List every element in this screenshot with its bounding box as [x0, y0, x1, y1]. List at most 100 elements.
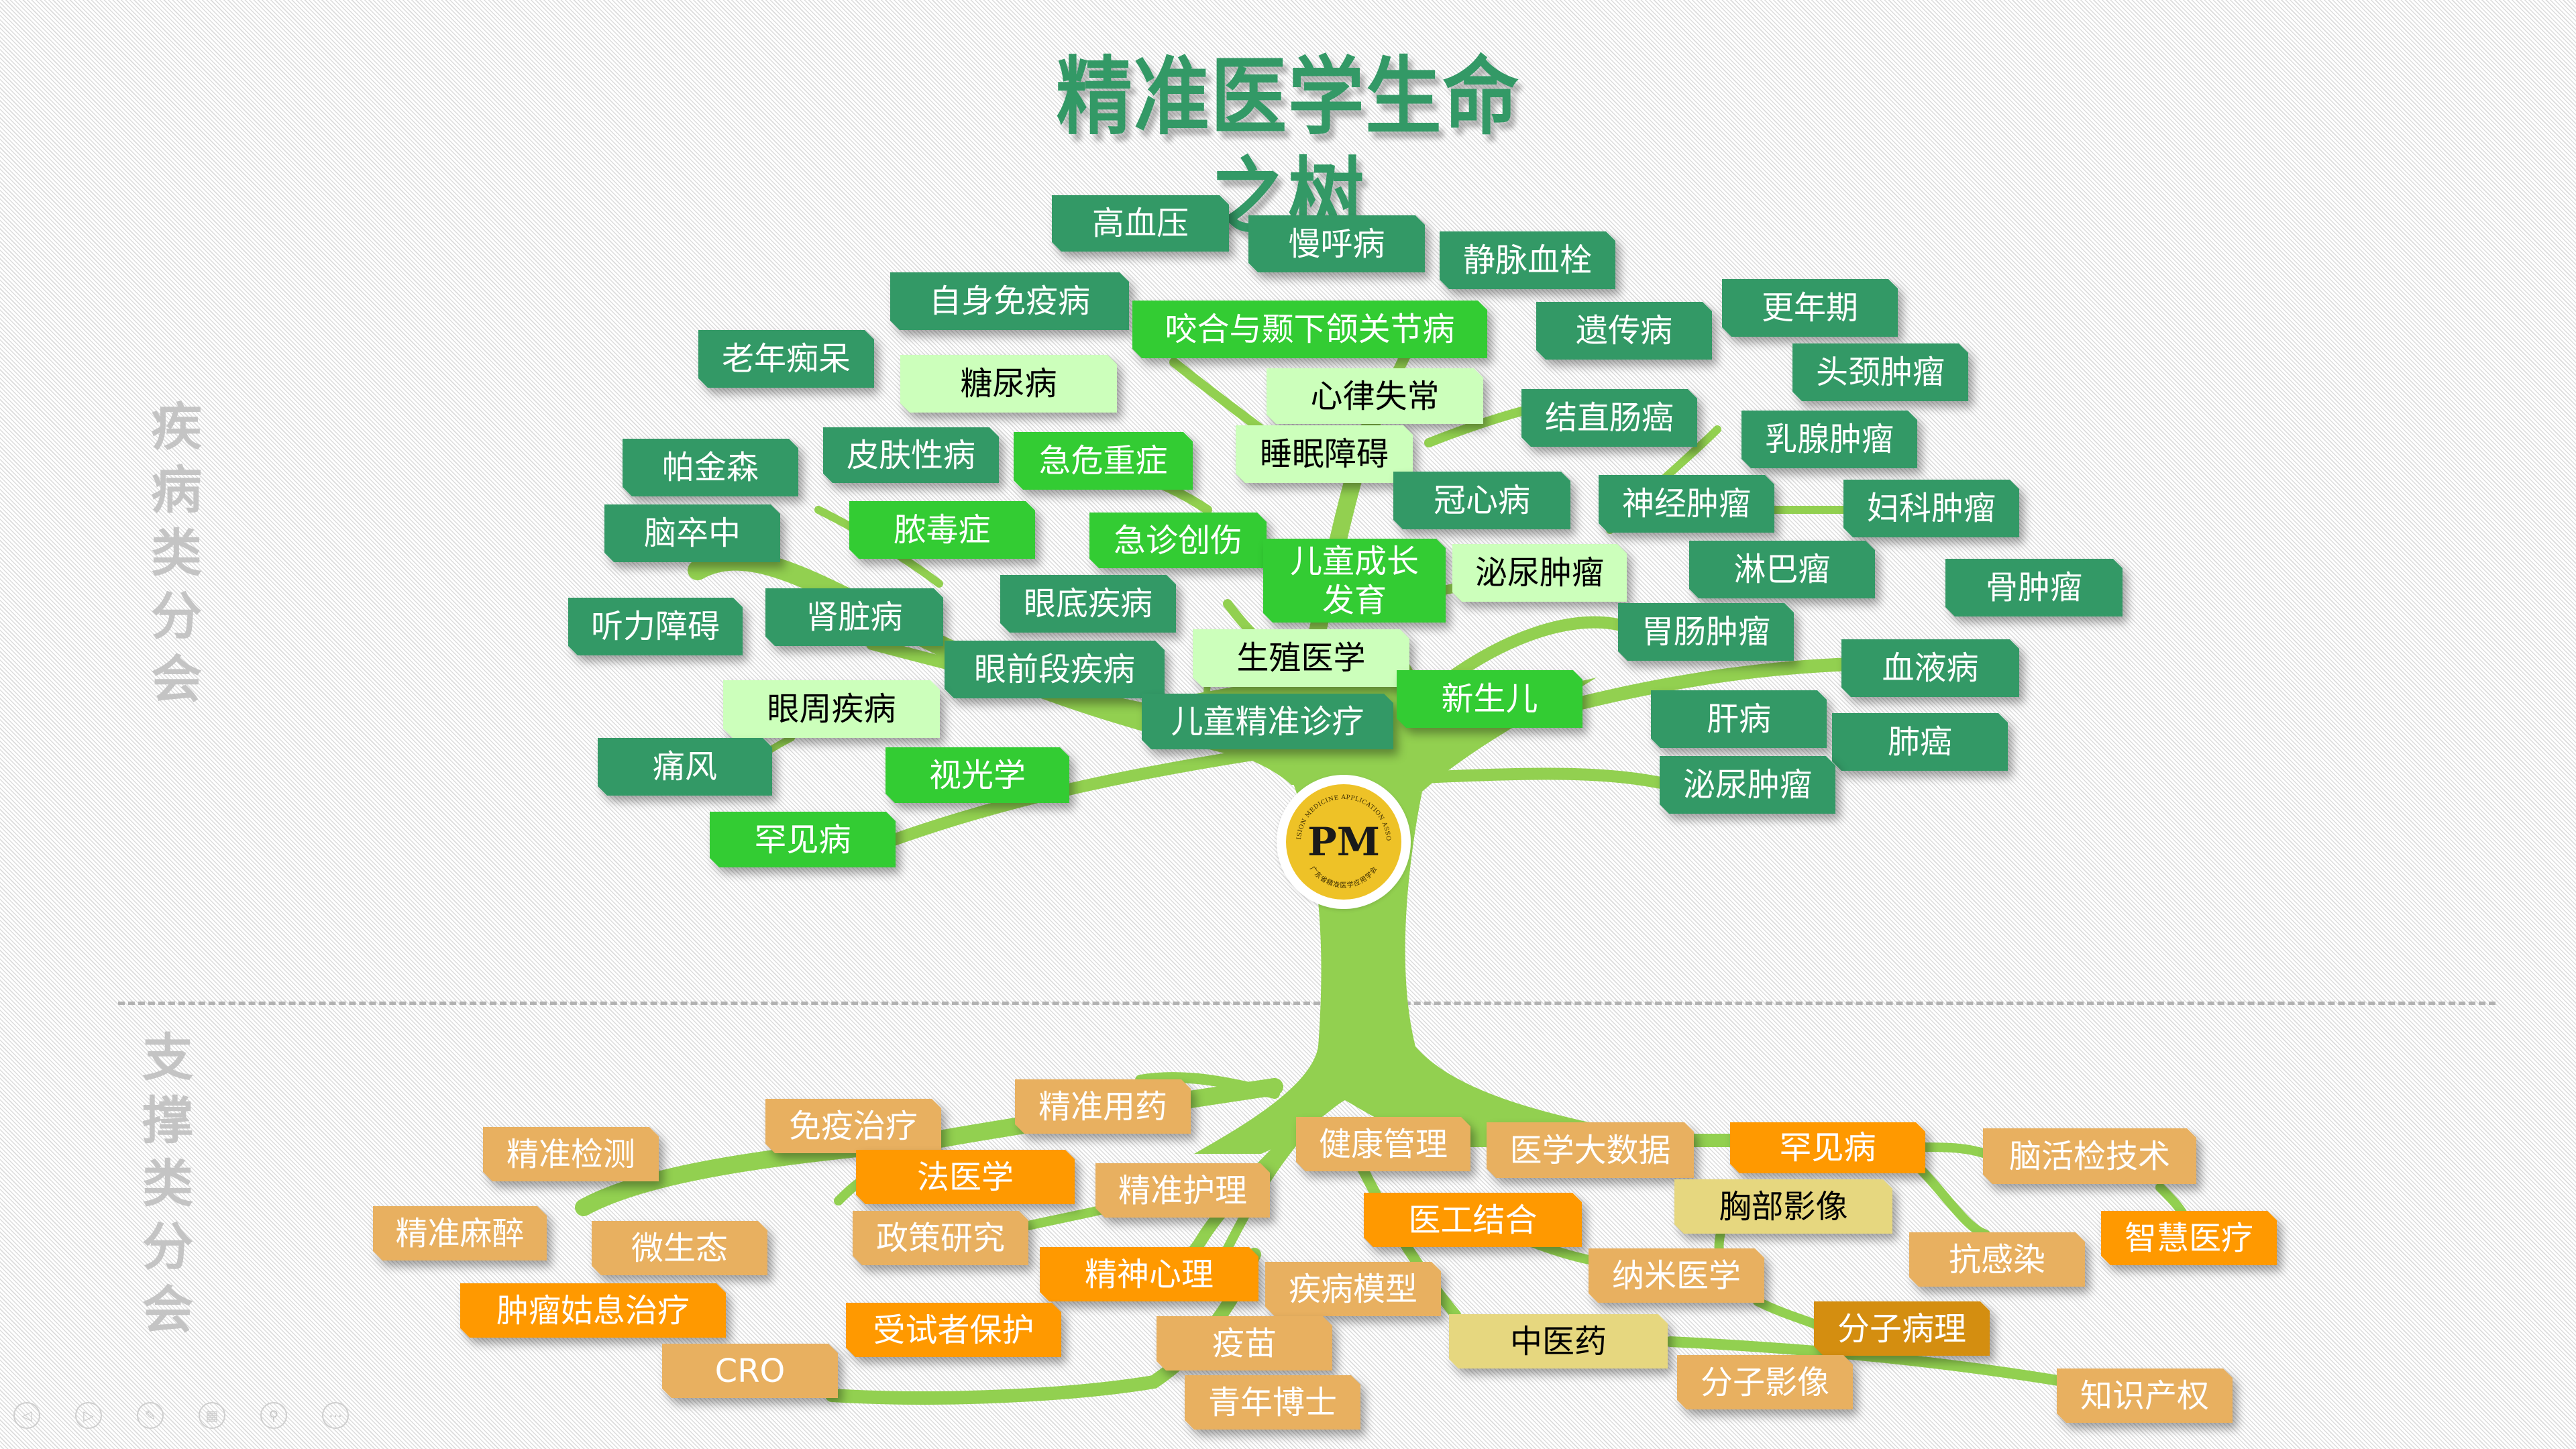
disease-branch-node[interactable]: 儿童成长 发育	[1263, 539, 1446, 623]
disease-branch-node-wrapper: 泌尿肿瘤	[1660, 756, 1835, 814]
disease-branch-node[interactable]: 急诊创伤	[1089, 513, 1267, 568]
disease-branch-node[interactable]: 更年期	[1722, 279, 1898, 337]
disease-branch-node[interactable]: 糖尿病	[900, 355, 1117, 413]
zoom-icon: ⚲	[268, 1407, 279, 1424]
see-all-slides-button[interactable]: ▦	[199, 1402, 225, 1429]
disease-branch-node-wrapper: 血液病	[1841, 639, 2019, 697]
disease-branch-node[interactable]: 泌尿肿瘤	[1452, 544, 1627, 602]
disease-branch-node[interactable]: 视光学	[885, 747, 1069, 803]
disease-branch-node[interactable]: 脓毒症	[849, 501, 1035, 559]
previous-slide-button[interactable]: ◁	[13, 1402, 40, 1429]
support-branch-node[interactable]: 知识产权	[2057, 1368, 2233, 1423]
disease-branch-node[interactable]: 胃肠肿瘤	[1618, 603, 1794, 661]
disease-branch-node[interactable]: 眼周疾病	[723, 680, 940, 738]
support-branch-node[interactable]: 精准用药	[1015, 1079, 1191, 1134]
pen-tool-button[interactable]: ✎	[137, 1402, 164, 1429]
support-branch-node[interactable]: 精准护理	[1095, 1163, 1270, 1218]
disease-branch-node[interactable]: 儿童精准诊疗	[1142, 694, 1393, 749]
support-branch-node-wrapper: 分子影像	[1677, 1355, 1853, 1409]
disease-branch-node[interactable]: 帕金森	[623, 439, 798, 496]
support-branch-node[interactable]: 精准检测	[483, 1127, 659, 1181]
disease-branch-node[interactable]: 肝病	[1651, 690, 1827, 748]
disease-branch-node[interactable]: 皮肤性病	[823, 427, 999, 483]
disease-branch-node-wrapper: 儿童成长 发育	[1263, 539, 1446, 623]
support-branch-node[interactable]: 脑活检技术	[1983, 1128, 2196, 1184]
support-branch-node[interactable]: 法医学	[856, 1150, 1075, 1204]
more-options-button[interactable]: ⋯	[322, 1402, 349, 1429]
support-branch-node[interactable]: 精准麻醉	[373, 1206, 547, 1260]
section-label-support-text: 支撑类分会	[142, 1028, 193, 1340]
disease-branch-node[interactable]: 冠心病	[1393, 472, 1570, 529]
support-branch-node[interactable]: 抗感染	[1909, 1232, 2085, 1287]
disease-branch-node[interactable]: 神经肿瘤	[1599, 475, 1774, 533]
disease-branch-node-wrapper: 生殖医学	[1193, 629, 1409, 687]
support-branch-node[interactable]: 受试者保护	[846, 1303, 1061, 1357]
support-branch-node[interactable]: 疫苗	[1157, 1316, 1332, 1371]
support-branch-node[interactable]: 精神心理	[1040, 1247, 1258, 1301]
disease-branch-node[interactable]: 眼前段疾病	[945, 641, 1165, 698]
zoom-button[interactable]: ⚲	[260, 1402, 287, 1429]
disease-branch-node[interactable]: 结直肠癌	[1521, 389, 1697, 447]
support-branch-node[interactable]: 青年博士	[1185, 1375, 1360, 1430]
disease-branch-node[interactable]: 睡眠障碍	[1236, 425, 1413, 483]
association-logo: GD PRECISION MEDICINE APPLICATION ASSOCI…	[1277, 775, 1411, 909]
disease-branch-node-wrapper: 罕见病	[710, 812, 896, 867]
support-branch-node-wrapper: 分子病理	[1814, 1301, 1990, 1356]
disease-branch-node[interactable]: 淋巴瘤	[1689, 541, 1875, 598]
support-branch-node[interactable]: 分子病理	[1814, 1301, 1990, 1356]
disease-branch-node-wrapper: 更年期	[1722, 279, 1898, 337]
disease-branch-node-wrapper: 心律失常	[1267, 368, 1483, 424]
disease-branch-node[interactable]: 急危重症	[1014, 432, 1193, 490]
slideshow-controls: ◁ ▷ ✎ ▦ ⚲ ⋯	[13, 1402, 349, 1432]
disease-branch-node[interactable]: 高血压	[1052, 195, 1229, 252]
support-branch-node[interactable]: 中医药	[1449, 1314, 1668, 1368]
disease-branch-node[interactable]: 妇科肿瘤	[1843, 480, 2019, 537]
disease-branch-node-wrapper: 老年痴呆	[698, 330, 874, 388]
disease-branch-node[interactable]: 泌尿肿瘤	[1660, 756, 1835, 814]
support-branch-node-wrapper: 受试者保护	[846, 1303, 1061, 1357]
disease-branch-node[interactable]: 脑卒中	[604, 504, 780, 562]
disease-branch-node[interactable]: 罕见病	[710, 812, 896, 867]
support-branch-node[interactable]: 纳米医学	[1589, 1248, 1764, 1303]
disease-branch-node-wrapper: 睡眠障碍	[1236, 425, 1413, 483]
disease-branch-node[interactable]: 肺癌	[1832, 713, 2008, 771]
disease-branch-node[interactable]: 慢呼病	[1248, 215, 1425, 272]
support-branch-node[interactable]: 智慧医疗	[2101, 1211, 2277, 1265]
support-branch-node-wrapper: 法医学	[856, 1150, 1075, 1204]
support-branch-node[interactable]: 免疫治疗	[765, 1099, 941, 1153]
support-branch-node[interactable]: 肿瘤姑息治疗	[460, 1283, 726, 1338]
disease-branch-node[interactable]: 肾脏病	[765, 588, 943, 646]
disease-branch-node[interactable]: 生殖医学	[1193, 629, 1409, 687]
support-branch-node[interactable]: 罕见病	[1730, 1122, 1925, 1173]
support-branch-node[interactable]: 微生态	[592, 1221, 767, 1275]
support-branch-node-wrapper: 智慧医疗	[2101, 1211, 2277, 1265]
disease-branch-node[interactable]: 痛风	[598, 738, 772, 796]
support-branch-node[interactable]: 健康管理	[1296, 1117, 1470, 1171]
disease-branch-node-wrapper: 遗传病	[1536, 302, 1712, 360]
disease-branch-node-wrapper: 新生儿	[1397, 670, 1582, 728]
disease-branch-node[interactable]: 新生儿	[1397, 670, 1582, 728]
disease-branch-node[interactable]: 眼底疾病	[1000, 575, 1176, 633]
disease-branch-node-wrapper: 肝病	[1651, 690, 1827, 748]
next-slide-button[interactable]: ▷	[75, 1402, 102, 1429]
disease-branch-node[interactable]: 乳腺肿瘤	[1741, 411, 1917, 468]
disease-branch-node[interactable]: 静脉血栓	[1440, 231, 1615, 289]
support-branch-node[interactable]: 胸部影像	[1674, 1179, 1892, 1234]
disease-branch-node[interactable]: 自身免疫病	[890, 272, 1129, 330]
disease-branch-node[interactable]: 骨肿瘤	[1945, 559, 2123, 616]
disease-branch-node[interactable]: 心律失常	[1267, 368, 1483, 424]
disease-branch-node[interactable]: 遗传病	[1536, 302, 1712, 360]
support-branch-node[interactable]: 医工结合	[1364, 1193, 1582, 1247]
support-branch-node-wrapper: 罕见病	[1730, 1122, 1925, 1173]
disease-branch-node[interactable]: 咬合与颞下颌关节病	[1132, 301, 1487, 358]
support-branch-node[interactable]: 政策研究	[853, 1211, 1028, 1265]
support-branch-node[interactable]: 疾病模型	[1265, 1262, 1441, 1316]
disease-branch-node[interactable]: 血液病	[1841, 639, 2019, 697]
disease-branch-node[interactable]: 头颈肿瘤	[1792, 343, 1968, 401]
support-branch-node[interactable]: 分子影像	[1677, 1355, 1853, 1409]
support-branch-node-wrapper: 政策研究	[853, 1211, 1028, 1265]
support-branch-node[interactable]: 医学大数据	[1487, 1122, 1694, 1178]
support-branch-node[interactable]: CRO	[662, 1344, 838, 1398]
disease-branch-node[interactable]: 老年痴呆	[698, 330, 874, 388]
disease-branch-node[interactable]: 听力障碍	[568, 598, 743, 655]
